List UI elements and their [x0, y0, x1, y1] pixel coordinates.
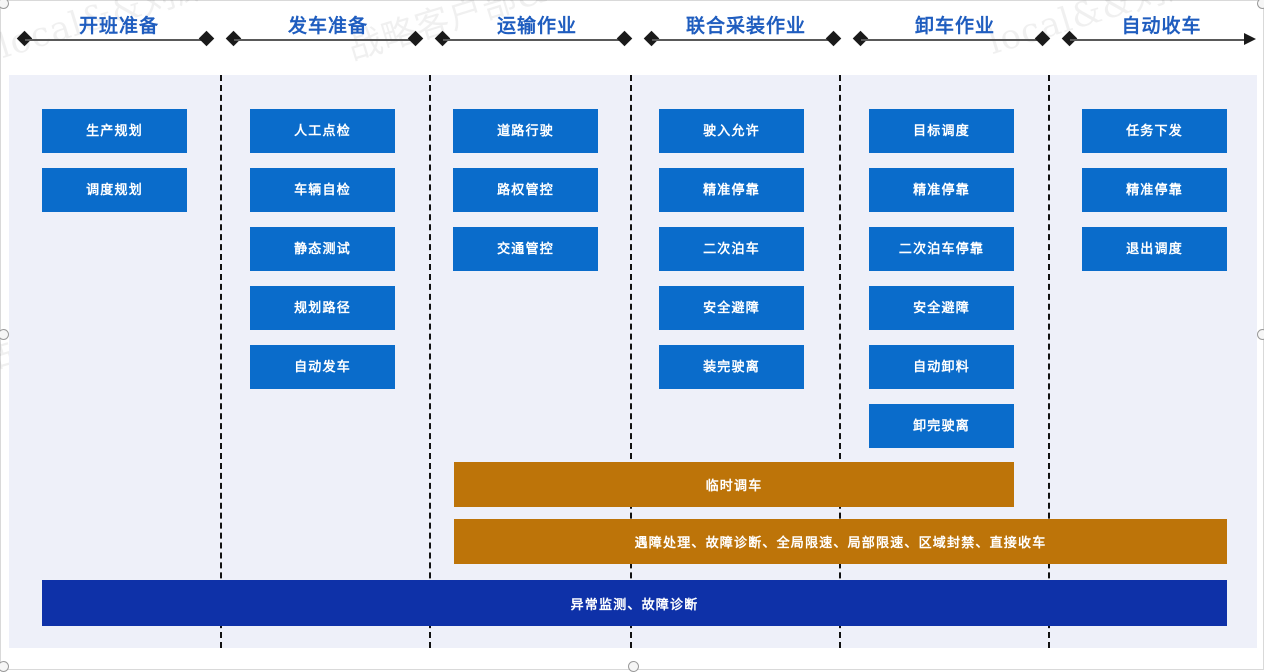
process-box[interactable]: 自动发车 — [250, 345, 395, 389]
connector-line — [234, 39, 420, 41]
process-box[interactable]: 人工点检 — [250, 109, 395, 153]
process-box[interactable]: 精准停靠 — [1082, 168, 1227, 212]
stage-label: 联合采装作业 — [685, 16, 806, 37]
resize-handle-middle-left[interactable] — [0, 329, 9, 340]
stage-3[interactable]: 运输作业 — [434, 1, 637, 75]
stage-4[interactable]: 联合采装作业 — [643, 1, 846, 75]
process-box[interactable]: 安全避障 — [659, 286, 804, 330]
stage-1[interactable]: 开班准备 — [16, 1, 219, 75]
process-box[interactable]: 静态测试 — [250, 227, 395, 271]
process-box[interactable]: 精准停靠 — [659, 168, 804, 212]
connector-line — [652, 39, 838, 41]
column-divider — [630, 75, 632, 648]
stage-label: 发车准备 — [287, 16, 368, 37]
process-box[interactable]: 生产规划 — [42, 109, 187, 153]
stage-label: 自动收车 — [1121, 16, 1202, 37]
process-box[interactable]: 驶入允许 — [659, 109, 804, 153]
column-divider — [429, 75, 431, 648]
resize-handle-top-left[interactable] — [0, 0, 9, 9]
process-box[interactable]: 自动卸料 — [869, 345, 1014, 389]
stage-label: 运输作业 — [496, 16, 577, 37]
stage-header: 开班准备 发车准备 运输作业 联合采装作业 卸车作业 — [1, 1, 1264, 75]
arrow-head-icon — [1244, 33, 1256, 45]
stage-2[interactable]: 发车准备 — [225, 1, 428, 75]
process-box[interactable]: 任务下发 — [1082, 109, 1227, 153]
process-box[interactable]: 调度规划 — [42, 168, 187, 212]
column-divider — [839, 75, 841, 648]
connector-line — [1070, 39, 1246, 41]
process-box[interactable]: 道路行驶 — [453, 109, 598, 153]
span-bar-anomaly-monitoring[interactable]: 异常监测、故障诊断 — [42, 580, 1227, 626]
process-box[interactable]: 目标调度 — [869, 109, 1014, 153]
stage-label: 开班准备 — [78, 16, 159, 37]
connector-line — [861, 39, 1047, 41]
process-box[interactable]: 车辆自检 — [250, 168, 395, 212]
process-box[interactable]: 规划路径 — [250, 286, 395, 330]
process-box[interactable]: 安全避障 — [869, 286, 1014, 330]
connector-line — [443, 39, 629, 41]
process-box[interactable]: 二次泊车停靠 — [869, 227, 1014, 271]
process-panel: 生产规划 调度规划 人工点检 车辆自检 静态测试 规划路径 自动发车 道路行驶 … — [9, 75, 1257, 648]
process-box[interactable]: 卸完驶离 — [869, 404, 1014, 448]
stage-5[interactable]: 卸车作业 — [852, 1, 1055, 75]
stage-label: 卸车作业 — [914, 16, 995, 37]
process-box[interactable]: 退出调度 — [1082, 227, 1227, 271]
resize-handle-bottom-center[interactable] — [628, 661, 639, 672]
span-bar-exception-handling[interactable]: 遇障处理、故障诊断、全局限速、局部限速、区域封禁、直接收车 — [454, 519, 1227, 564]
connector-line — [25, 39, 211, 41]
process-box[interactable]: 二次泊车 — [659, 227, 804, 271]
process-box[interactable]: 装完驶离 — [659, 345, 804, 389]
span-bar-temporary-dispatch[interactable]: 临时调车 — [454, 462, 1014, 507]
resize-handle-top-right[interactable] — [1257, 0, 1264, 9]
resize-handle-middle-right[interactable] — [1257, 329, 1264, 340]
process-box[interactable]: 交通管控 — [453, 227, 598, 271]
stage-6[interactable]: 自动收车 — [1061, 1, 1259, 75]
column-divider — [220, 75, 222, 648]
column-divider — [1048, 75, 1050, 648]
process-box[interactable]: 精准停靠 — [869, 168, 1014, 212]
process-box[interactable]: 路权管控 — [453, 168, 598, 212]
resize-handle-bottom-left[interactable] — [0, 661, 9, 672]
